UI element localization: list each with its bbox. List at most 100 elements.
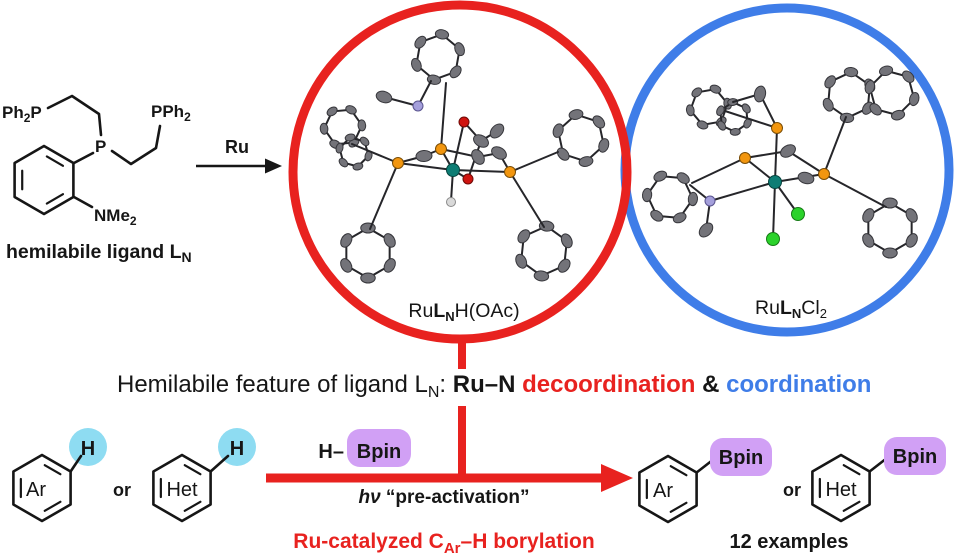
ortep-bond [772, 181, 776, 240]
atom-ruthenium [446, 163, 460, 177]
carbon-ellipsoid [352, 162, 364, 171]
ortep-bond [823, 173, 887, 208]
feature-lead-sub: N [428, 384, 440, 401]
carbon-ellipsoid [557, 258, 571, 273]
nme2-pre: NMe [94, 206, 130, 225]
ortep-bond [351, 143, 399, 164]
carbon-ellipsoid [340, 233, 353, 248]
carbon-ellipsoid [359, 136, 370, 147]
feature-lead: Hemilabile feature of ligand L [117, 371, 428, 398]
carbon-ellipsoid [383, 233, 396, 248]
carbon-ellipsoid [797, 171, 815, 185]
blue-label-l: L [780, 297, 792, 319]
carbon-ellipsoid [515, 253, 528, 269]
reaction-arrow-head [601, 464, 633, 492]
feature-ampersand: & [695, 371, 726, 398]
ligand-ring-p-bond [72, 151, 95, 165]
atom-nitrogen [704, 195, 716, 207]
red-label-ru: Ru [408, 300, 433, 322]
blue-label-sub-2: 2 [820, 306, 827, 321]
carbon-ellipsoid [357, 119, 367, 132]
ortep-bond [369, 162, 399, 230]
ortep-bond [823, 116, 847, 175]
feature-coordination: coordination [726, 371, 871, 398]
carbon-ellipsoid [676, 172, 690, 185]
aromatic-inner-line [45, 155, 65, 167]
carbon-ellipsoid [326, 106, 338, 117]
ru-arrow-label: Ru [225, 137, 249, 157]
red-label-sub-n: N [445, 309, 454, 324]
blue-label-cl: Cl [801, 297, 819, 319]
ligand-caption: hemilabile ligand LN [6, 241, 192, 265]
aromatic-inner-line [183, 464, 202, 476]
ru-arrow-head [265, 158, 282, 174]
nme2-sub: 2 [130, 214, 137, 228]
carbon-ellipsoid [729, 127, 741, 136]
bpin-highlight-product-ar [710, 438, 772, 476]
benzene-ring [13, 144, 75, 216]
hemilabile-feature-line: Hemilabile feature of ligand LN: Ru–N de… [117, 371, 871, 401]
feature-colon: : [439, 371, 452, 398]
aromatic-inner-line [669, 465, 688, 477]
carbon-ellipsoid [454, 42, 465, 57]
carbon-ellipsoid [822, 97, 834, 112]
carbon-ellipsoid [864, 79, 876, 95]
red-complex-label: RuLNH(OAc) [408, 300, 519, 324]
aromatic-inner-line [183, 500, 202, 512]
or-left-label: or [113, 480, 131, 500]
atom-phosphorus [771, 122, 783, 134]
carbon-ellipsoid [882, 197, 898, 209]
ortep-bond [691, 157, 746, 184]
ortep-rulncl2 [641, 65, 920, 259]
carbon-ellipsoid [434, 29, 450, 40]
atom-hydride [446, 197, 456, 207]
ortep-bond [452, 121, 465, 171]
atom-phosphorus [435, 143, 447, 155]
ph2p-sub: 2 [24, 111, 31, 125]
label-central-p: P [95, 137, 106, 156]
feature-decoordination: decoordination [522, 371, 695, 398]
carbon-ellipsoid [556, 147, 570, 161]
blue-label-sub-n: N [792, 306, 801, 321]
aromatic-inner-line [43, 500, 62, 512]
carbon-ellipsoid [415, 149, 433, 163]
carbon-ellipsoid [335, 142, 344, 154]
carbon-ellipsoid [687, 191, 699, 207]
het-ring-label: Het [166, 479, 198, 501]
ortep-bond [509, 171, 545, 228]
carbon-ellipsoid [471, 149, 485, 165]
atom-nitrogen [412, 100, 424, 112]
carbon-ellipsoid [449, 65, 462, 79]
caption-sub: N [182, 249, 192, 265]
examples-count: 12 examples [730, 531, 849, 553]
carbon-ellipsoid [717, 120, 727, 131]
carbon-ellipsoid [375, 90, 393, 104]
aromatic-inner-line [842, 464, 861, 476]
carbon-ellipsoid [691, 87, 703, 98]
het-h-label: H [230, 438, 244, 460]
ortep-bond [452, 169, 511, 173]
carbon-ellipsoid [696, 120, 709, 130]
ar-h-label: H [81, 438, 95, 460]
preactivation-label: “pre-activation” [381, 487, 530, 508]
atom-ruthenium [768, 175, 782, 189]
ar-h-bond [69, 454, 83, 473]
carbon-ellipsoid [383, 258, 396, 273]
carbon-ellipsoid [344, 133, 356, 142]
atom-chlorine [766, 232, 780, 246]
catalysis-line: Ru-catalyzed CAr–H borylation [293, 530, 594, 557]
catalysis-pre: Ru-catalyzed C [293, 530, 444, 553]
het-h-bond [209, 454, 230, 473]
carbon-ellipsoid [491, 146, 507, 160]
bpin-highlight-product-het [884, 437, 946, 475]
ar-ring-label: Ar [26, 479, 46, 501]
red-label-hoac: H(OAc) [455, 300, 520, 322]
carbon-ellipsoid [839, 112, 855, 124]
carbon-ellipsoid [338, 157, 349, 168]
carbon-ellipsoid [598, 138, 610, 153]
carbon-ellipsoid [360, 272, 376, 284]
ortep-bond [509, 151, 559, 173]
carbon-ellipsoid [905, 208, 918, 223]
atom-phosphorus [818, 168, 830, 180]
